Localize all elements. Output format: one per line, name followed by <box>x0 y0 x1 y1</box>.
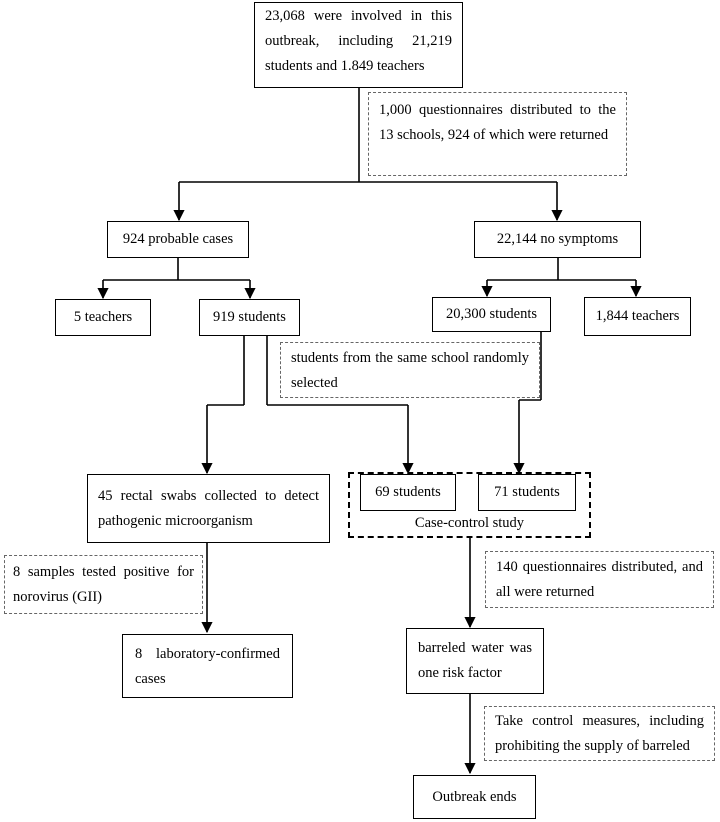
lab-confirmed-box: 8 laboratory-confirmed cases <box>122 634 293 698</box>
control-measures-box: Take control measures, including prohibi… <box>484 706 715 761</box>
students-69-text: 69 students <box>375 484 441 500</box>
random-selection-note-box: students from the same school randomly s… <box>280 342 540 398</box>
control-measures-text: Take control measures, including prohibi… <box>495 713 704 754</box>
students-71-box: 71 students <box>478 474 576 511</box>
probable-cases-text: 924 probable cases <box>122 231 234 247</box>
outbreak-ends-text: Outbreak ends <box>432 788 517 805</box>
teachers-1844-text: 1,844 teachers <box>595 308 680 324</box>
students-71-text: 71 students <box>494 484 560 500</box>
total-involved-box: 23,068 were involved in this outbreak, i… <box>254 2 463 88</box>
teachers-5-box: 5 teachers <box>55 299 151 336</box>
risk-factor-text: barreled water was one risk factor <box>418 640 532 681</box>
rectal-swabs-text: 45 rectal swabs collected to detect path… <box>98 488 319 529</box>
outbreak-ends-box: Outbreak ends <box>413 775 536 819</box>
students-919-text: 919 students <box>213 309 286 325</box>
teachers-5-text: 5 teachers <box>73 309 133 325</box>
probable-cases-box: 924 probable cases <box>107 221 249 258</box>
teachers-1844-box: 1,844 teachers <box>584 297 691 336</box>
questionnaires-140-box: 140 questionnaires distributed, and all … <box>485 551 714 608</box>
case-control-study-label: Case-control study <box>414 515 525 531</box>
students-20300-text: 20,300 students <box>445 306 538 322</box>
students-20300-box: 20,300 students <box>432 297 551 332</box>
no-symptoms-text: 22,144 no symptoms <box>496 231 619 247</box>
risk-factor-box: barreled water was one risk factor <box>406 628 544 694</box>
lab-confirmed-text: 8 laboratory-confirmed cases <box>135 646 280 687</box>
norovirus-positive-box: 8 samples tested positive for norovirus … <box>4 555 203 614</box>
total-involved-text: 23,068 were involved in this outbreak, i… <box>265 8 452 74</box>
students-69-box: 69 students <box>360 474 456 511</box>
random-selection-note-text: students from the same school randomly s… <box>291 350 529 391</box>
questionnaires-13-schools-box: 1,000 questionnaires distributed to the … <box>368 92 627 176</box>
students-919-box: 919 students <box>199 299 300 336</box>
no-symptoms-box: 22,144 no symptoms <box>474 221 641 258</box>
norovirus-positive-text: 8 samples tested positive for norovirus … <box>13 564 194 605</box>
rectal-swabs-box: 45 rectal swabs collected to detect path… <box>87 474 330 543</box>
questionnaires-140-text: 140 questionnaires distributed, and all … <box>496 559 703 600</box>
questionnaires-13-schools-text: 1,000 questionnaires distributed to the … <box>379 102 616 143</box>
